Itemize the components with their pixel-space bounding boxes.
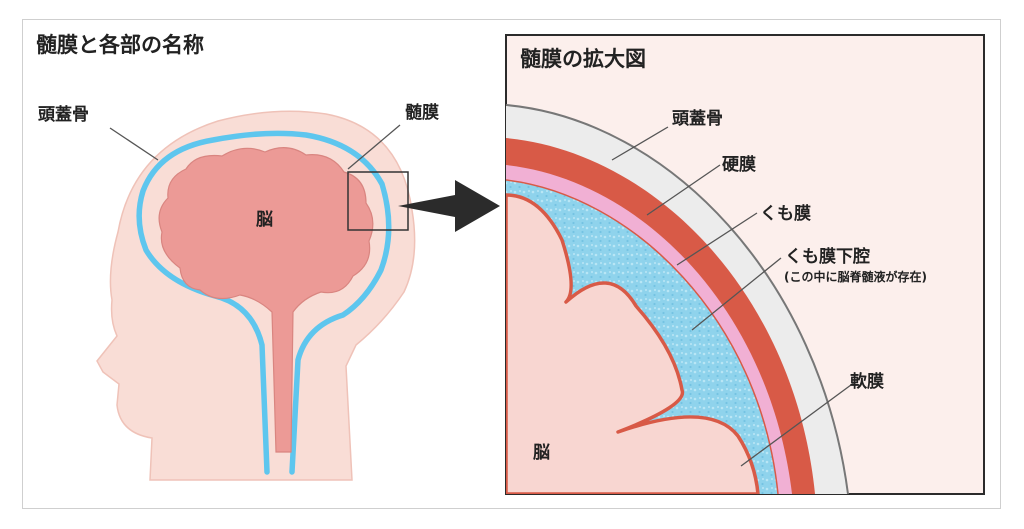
layer-brain-pia: [506, 193, 760, 494]
label-pia: 軟膜: [850, 371, 884, 392]
dura-leader: [646, 164, 721, 216]
skull-leader-right: [611, 126, 669, 161]
label-skull-left: 頭蓋骨: [38, 105, 89, 125]
label-subarachnoid: くも膜下腔: [785, 246, 870, 267]
right-panel-title: 髄膜の拡大図: [520, 47, 646, 71]
meninges-leader-line: [347, 124, 401, 170]
left-panel-title: 髄膜と各部の名称: [36, 33, 204, 57]
layer-skull-edge: [506, 104, 849, 494]
zoom-region-box: [347, 171, 409, 231]
arachnoid-leader: [676, 212, 758, 266]
pia-leader: [740, 381, 856, 467]
label-brain-left: 脳: [256, 210, 273, 230]
skull-leader-line: [109, 127, 159, 161]
label-subarachnoid-note: (この中に脳脊髄液が存在): [784, 269, 927, 284]
zoom-layers: [506, 104, 849, 494]
label-arachnoid: くも膜: [760, 203, 811, 224]
zoom-arrow: [398, 180, 500, 232]
label-dura: 硬膜: [722, 154, 756, 175]
label-brain-right: 脳: [533, 443, 550, 463]
meninges-line: [136, 130, 392, 475]
subarachnoid-leader: [691, 257, 782, 331]
label-skull-right: 頭蓋骨: [672, 109, 723, 129]
label-meninges-left: 髄膜: [405, 102, 439, 123]
brain-shape: [158, 147, 374, 453]
